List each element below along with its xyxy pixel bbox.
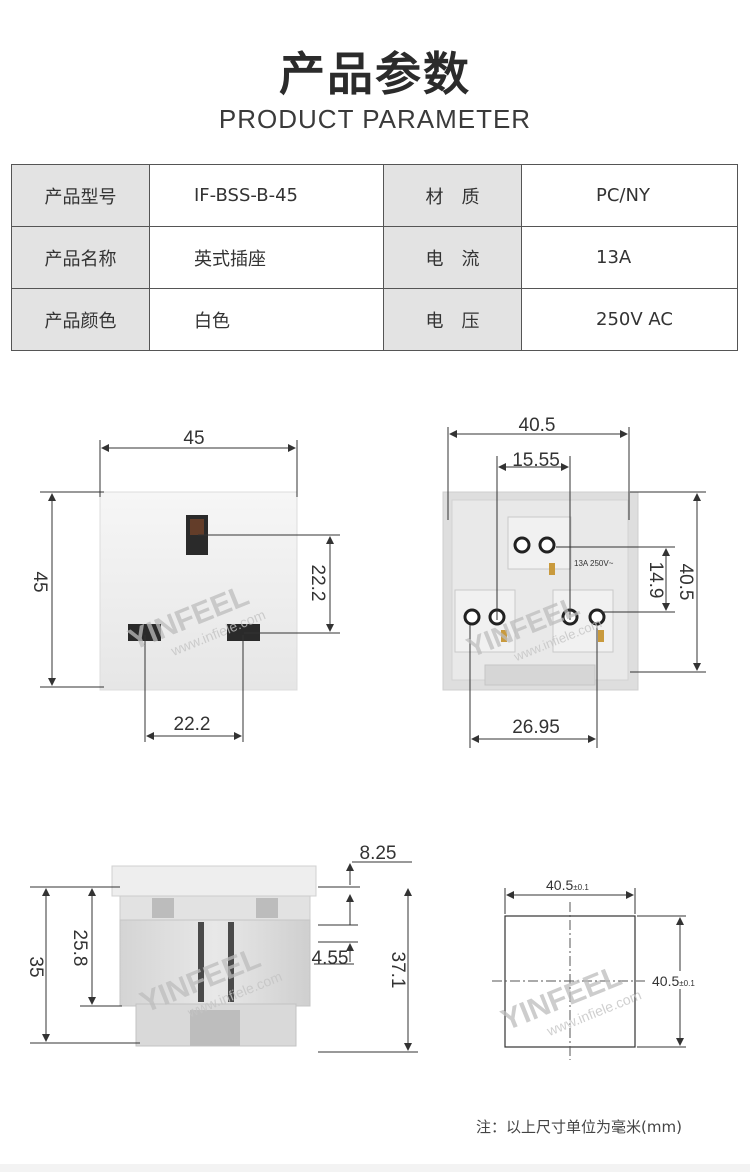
side-right-height-label: 37.1 bbox=[387, 952, 408, 989]
param-label: 产品型号 bbox=[11, 164, 150, 227]
back-view: 13A 250V~ 40.5 15.55 40.5 14.9 26.95 YIN… bbox=[442, 415, 706, 748]
param-value: 英式插座 bbox=[149, 226, 384, 289]
front-view: 45 45 22.2 22.2 YINFEEL www.infiele.com bbox=[29, 428, 340, 742]
side-faceplate bbox=[111, 865, 317, 897]
front-pin-vertical-label: 22.2 bbox=[307, 565, 328, 602]
neutral-pin-slot bbox=[227, 624, 260, 641]
back-bottom-width-label: 26.95 bbox=[512, 717, 560, 738]
back-inner-width-label: 15.55 bbox=[512, 450, 560, 471]
side-top-label: 8.25 bbox=[360, 843, 397, 864]
front-height-label: 45 bbox=[29, 571, 50, 592]
param-label: 产品名称 bbox=[11, 226, 150, 289]
param-value: 白色 bbox=[149, 288, 384, 351]
param-value: PC/NY bbox=[521, 164, 738, 227]
cutout-height-label: 40.5±0.1 bbox=[652, 973, 695, 989]
parameter-table: 产品型号 IF-BSS-B-45 材质 PC/NY 产品名称 英式插座 电流 1… bbox=[11, 164, 738, 351]
cutout-view: 40.5±0.1 40.5±0.1 YINFEEL www.infiele.co… bbox=[492, 877, 707, 1060]
param-label: 材质 bbox=[383, 164, 522, 227]
front-width-label: 45 bbox=[183, 428, 204, 449]
side-view: 8.25 4.55 35 25.8 37.1 YINFEEL www.infie… bbox=[25, 843, 418, 1053]
page-title: 产品参数 bbox=[279, 47, 471, 101]
side-gap-label: 4.55 bbox=[312, 948, 349, 969]
cutout-width-label: 40.5±0.1 bbox=[546, 877, 589, 893]
param-value: 13A bbox=[521, 226, 738, 289]
cutout-width-value: 40.5 bbox=[546, 877, 573, 893]
rating-label: 13A 250V~ bbox=[574, 559, 614, 568]
cutout-height-value: 40.5 bbox=[652, 973, 679, 989]
table-row: 产品型号 IF-BSS-B-45 材质 PC/NY bbox=[11, 164, 738, 227]
unit-note: 注：以上尺寸单位为毫米(mm) bbox=[476, 1118, 682, 1136]
cutout-height-tolerance: ±0.1 bbox=[679, 979, 695, 988]
side-total-height-label: 35 bbox=[25, 956, 46, 977]
back-height-label: 40.5 bbox=[675, 564, 696, 601]
table-row: 产品颜色 白色 电压 250V AC bbox=[11, 288, 738, 351]
param-value: 250V AC bbox=[521, 288, 738, 351]
bottom-divider bbox=[0, 1164, 750, 1172]
param-label: 产品颜色 bbox=[11, 288, 150, 351]
param-label: 电压 bbox=[383, 288, 522, 351]
page-subtitle: PRODUCT PARAMETER bbox=[218, 104, 532, 134]
front-pin-horizontal-label: 22.2 bbox=[174, 714, 211, 735]
param-value: IF-BSS-B-45 bbox=[149, 164, 384, 227]
param-label: 电流 bbox=[383, 226, 522, 289]
side-body-height-label: 25.8 bbox=[69, 930, 90, 967]
live-pin-slot bbox=[128, 624, 161, 641]
back-width-label: 40.5 bbox=[519, 415, 556, 436]
back-inner-height-label: 14.9 bbox=[645, 562, 666, 599]
cutout-width-tolerance: ±0.1 bbox=[573, 883, 589, 892]
table-row: 产品名称 英式插座 电流 13A bbox=[11, 226, 738, 289]
